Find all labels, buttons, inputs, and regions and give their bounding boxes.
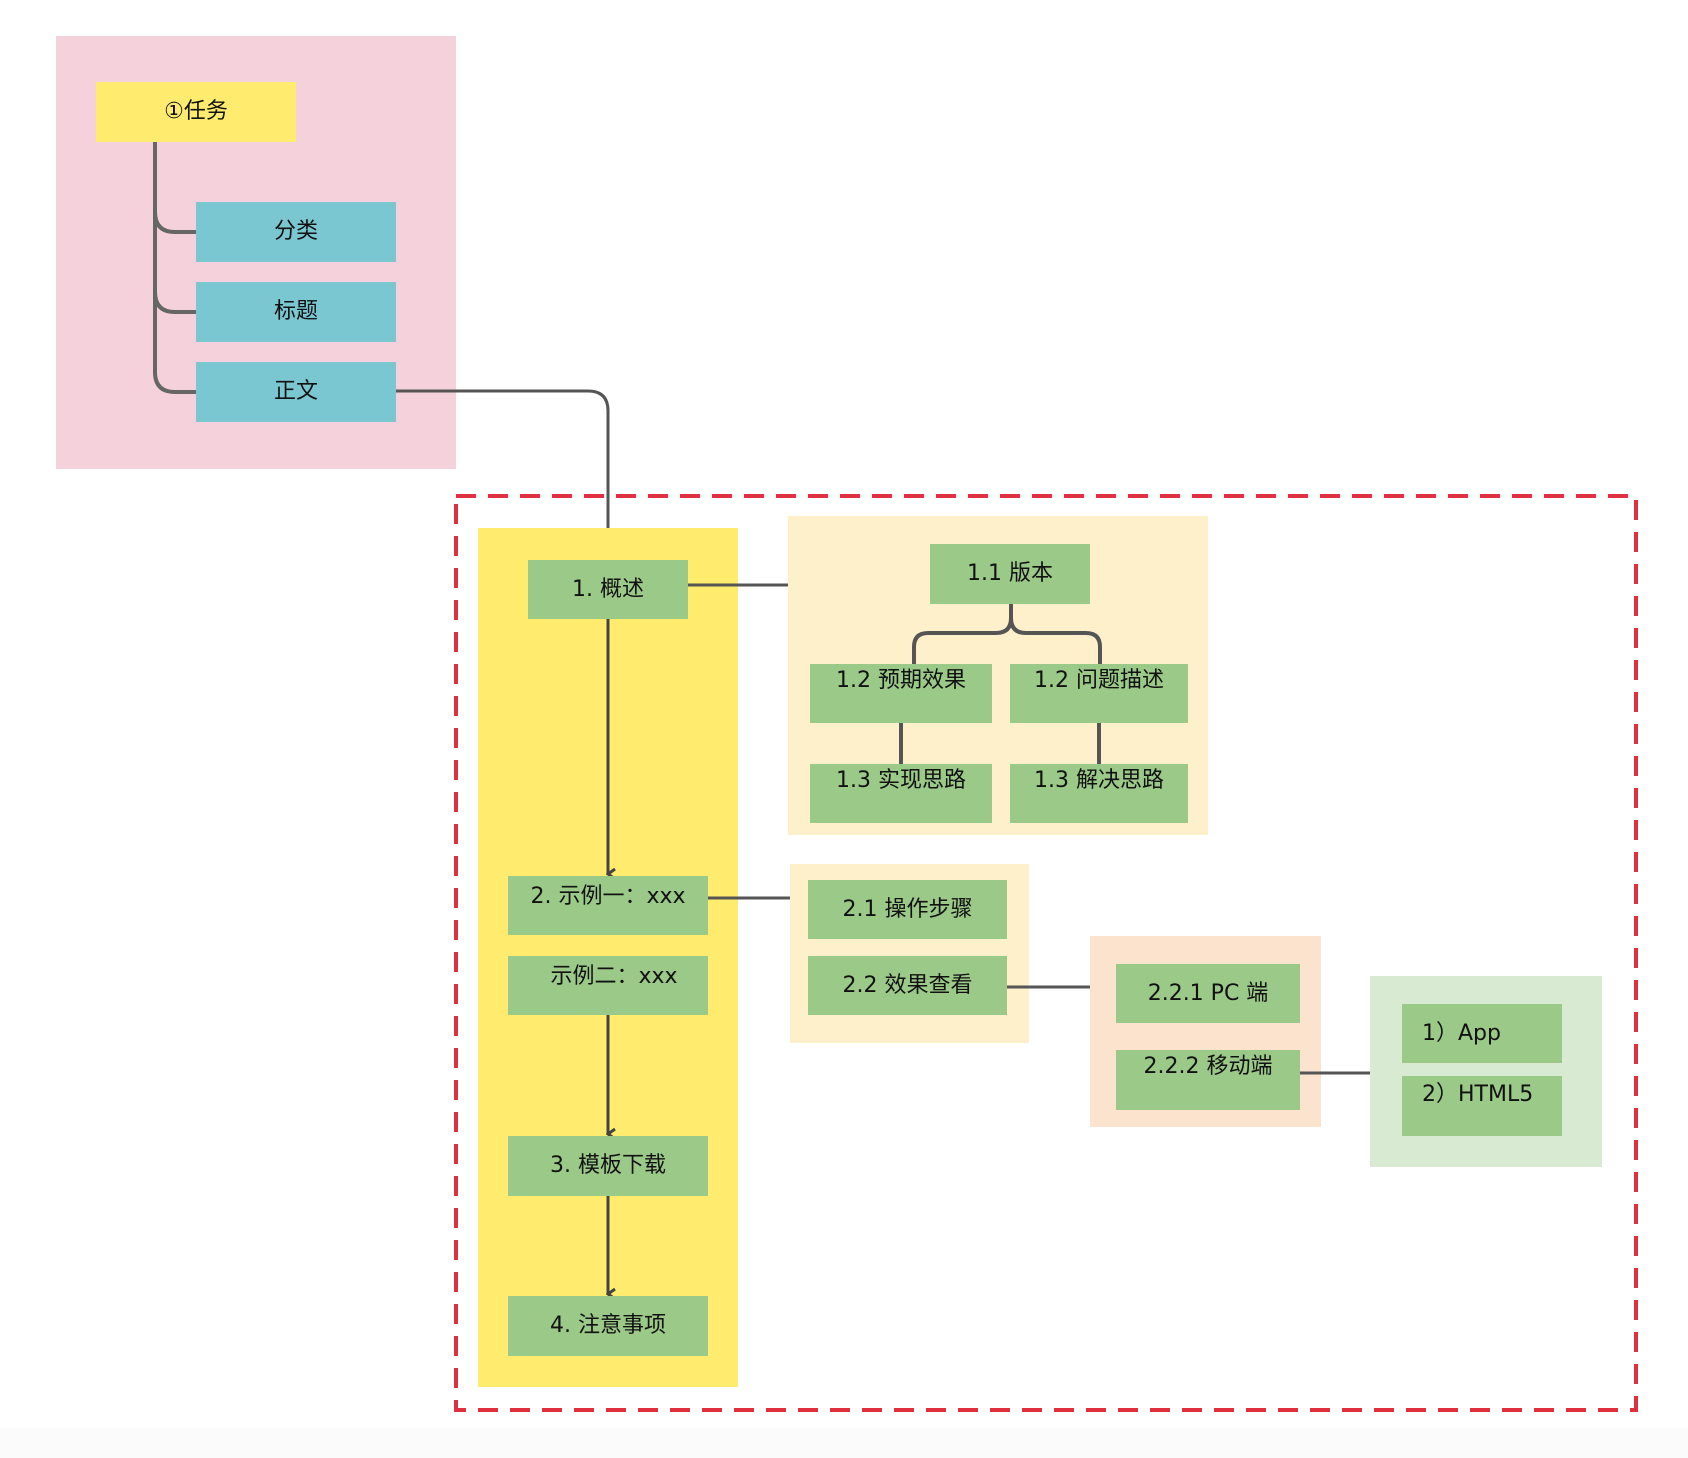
pc-node[interactable]: 2.2.1 PC 端: [1116, 964, 1300, 1023]
solution-approach-label: 1.3 解决思路: [1034, 768, 1164, 793]
body-node[interactable]: 正文: [196, 362, 396, 422]
example-one-node[interactable]: 2. 示例一：xxx: [508, 876, 708, 935]
title-node[interactable]: 标题: [196, 282, 396, 342]
solution-approach-node[interactable]: 1.3 解决思路: [1010, 764, 1188, 823]
template-download-label: 3. 模板下载: [550, 1153, 666, 1178]
effect-view-label: 2.2 效果查看: [842, 972, 973, 998]
html5-label: 2）HTML5: [1422, 1082, 1534, 1107]
category-label: 分类: [273, 219, 318, 244]
implementation-approach-label: 1.3 实现思路: [836, 768, 966, 793]
mobile-label: 2.2.2 移动端: [1143, 1054, 1273, 1079]
category-node[interactable]: 分类: [196, 202, 396, 262]
effect-view-node[interactable]: 2.2 效果查看: [808, 956, 1007, 1015]
bottom-band: [0, 1428, 1688, 1458]
expected-effect-label: 1.2 预期效果: [836, 668, 966, 693]
notes-node[interactable]: 4. 注意事项: [508, 1296, 708, 1356]
version-node[interactable]: 1.1 版本: [930, 544, 1090, 604]
operation-steps-node[interactable]: 2.1 操作步骤: [808, 880, 1007, 939]
html5-node[interactable]: 2）HTML5: [1402, 1076, 1562, 1136]
expected-effect-node[interactable]: 1.2 预期效果: [810, 664, 992, 723]
template-download-node[interactable]: 3. 模板下载: [508, 1136, 708, 1196]
mobile-node[interactable]: 2.2.2 移动端: [1116, 1050, 1300, 1110]
title-label: 标题: [273, 299, 318, 324]
notes-label: 4. 注意事项: [550, 1313, 666, 1338]
problem-description-node[interactable]: 1.2 问题描述: [1010, 664, 1188, 723]
operation-steps-label: 2.1 操作步骤: [842, 896, 973, 922]
body-label: 正文: [273, 379, 318, 404]
pc-label: 2.2.1 PC 端: [1147, 980, 1269, 1006]
example-two-node[interactable]: 示例二：xxx: [508, 956, 708, 1015]
app-node[interactable]: 1）App: [1402, 1004, 1562, 1063]
example-two-label: 示例二：xxx: [550, 964, 678, 989]
implementation-approach-node[interactable]: 1.3 实现思路: [810, 764, 992, 823]
problem-description-label: 1.2 问题描述: [1034, 668, 1164, 693]
app-label: 1）App: [1422, 1020, 1501, 1046]
overview-node[interactable]: 1. 概述: [528, 560, 688, 619]
task-root-node[interactable]: ①任务: [96, 82, 296, 142]
task-root-label: ①任务: [164, 99, 228, 124]
example-one-label: 2. 示例一：xxx: [530, 884, 686, 909]
overview-label: 1. 概述: [572, 576, 644, 602]
version-label: 1.1 版本: [967, 561, 1053, 586]
